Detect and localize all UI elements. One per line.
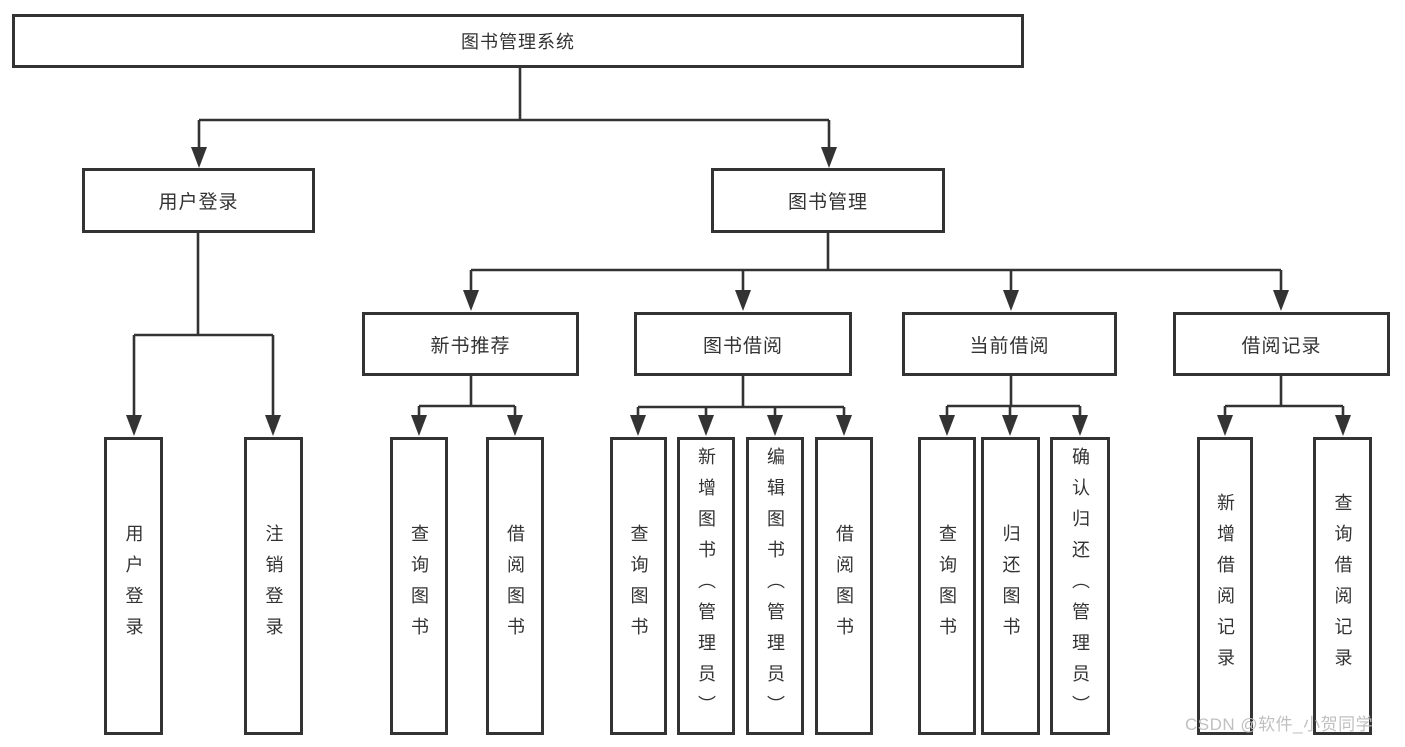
arrowhead — [939, 415, 955, 436]
node-add-book-admin: 新增图书（管理员） — [677, 437, 735, 735]
node-new-book-recommend: 新书推荐 — [362, 312, 579, 376]
node-confirm-return-admin: 确认归还（管理员） — [1050, 437, 1110, 735]
arrowhead — [1002, 415, 1018, 436]
node-label: 图书管理 — [787, 192, 868, 213]
arrowhead — [126, 415, 142, 436]
arrowhead — [1217, 415, 1233, 436]
node-book-management: 图书管理 — [711, 168, 945, 233]
arrowhead — [411, 415, 427, 436]
arrowhead — [1003, 290, 1019, 311]
arrowhead — [1335, 415, 1351, 436]
connector-root-to-level2 — [191, 68, 837, 168]
arrowhead — [1273, 290, 1289, 311]
arrowhead — [265, 415, 281, 436]
arrowhead — [1072, 415, 1088, 436]
node-label: 新增借阅记录 — [1215, 493, 1235, 679]
node-query-books-1: 查询图书 — [390, 437, 448, 735]
arrowhead — [836, 415, 852, 436]
connector-new-book-recommend-to-leaves — [411, 376, 523, 436]
node-user-login: 用户登录 — [82, 168, 315, 233]
csdn-watermark: CSDN @软件_小贺同学 — [1185, 715, 1374, 734]
node-query-borrow-record: 查询借阅记录 — [1313, 437, 1372, 735]
node-query-books-2: 查询图书 — [610, 437, 667, 735]
node-label: 图书借阅 — [702, 335, 783, 357]
node-edit-book-admin: 编辑图书（管理员） — [746, 437, 804, 735]
arrowhead — [767, 415, 783, 436]
node-query-books-3: 查询图书 — [918, 437, 976, 735]
node-label: 查询借阅记录 — [1332, 493, 1353, 679]
node-label: 查询图书 — [628, 524, 649, 648]
connector-book-management-to-level3 — [463, 233, 1289, 311]
arrowhead — [698, 415, 714, 436]
node-label: 用户登录 — [158, 192, 239, 213]
node-label: 归还图书 — [1000, 524, 1021, 648]
arrowhead — [191, 147, 207, 168]
connector-book-borrowing-to-leaves — [630, 376, 852, 436]
connector-borrowing-records-to-leaves — [1217, 376, 1351, 436]
node-borrow-books-1: 借阅图书 — [486, 437, 544, 735]
node-borrowing-records: 借阅记录 — [1173, 312, 1390, 376]
node-label: 新增图书（管理员） — [696, 446, 716, 726]
node-current-borrowing: 当前借阅 — [902, 312, 1117, 376]
node-user-login-leaf: 用户登录 — [104, 437, 163, 735]
node-label: 注销登录 — [263, 524, 284, 648]
node-label: 查询图书 — [409, 524, 429, 648]
node-borrow-books-2: 借阅图书 — [815, 437, 873, 735]
arrowhead — [507, 415, 523, 436]
node-label: 用户登录 — [123, 524, 144, 648]
node-add-borrow-record: 新增借阅记录 — [1197, 437, 1253, 735]
node-label: 借阅记录 — [1241, 335, 1322, 357]
node-label: 编辑图书（管理员） — [765, 446, 785, 726]
node-label: 确认归还（管理员） — [1070, 446, 1090, 726]
node-label: 借阅图书 — [834, 524, 854, 648]
node-label: 图书管理系统 — [461, 32, 575, 52]
arrowhead — [463, 290, 479, 311]
node-label: 查询图书 — [937, 524, 957, 648]
arrowhead — [735, 290, 751, 311]
node-label: 新书推荐 — [430, 335, 511, 357]
arrowhead — [630, 415, 646, 436]
connector-user-login-to-leaves — [126, 233, 281, 436]
arrowhead — [821, 147, 837, 168]
node-label: 当前借阅 — [969, 335, 1050, 357]
node-logout: 注销登录 — [244, 437, 303, 735]
node-book-borrowing: 图书借阅 — [634, 312, 852, 376]
node-library-management-system: 图书管理系统 — [12, 14, 1024, 68]
node-return-books: 归还图书 — [981, 437, 1040, 735]
node-label: 借阅图书 — [505, 524, 525, 648]
connector-current-borrowing-to-leaves — [939, 376, 1088, 436]
